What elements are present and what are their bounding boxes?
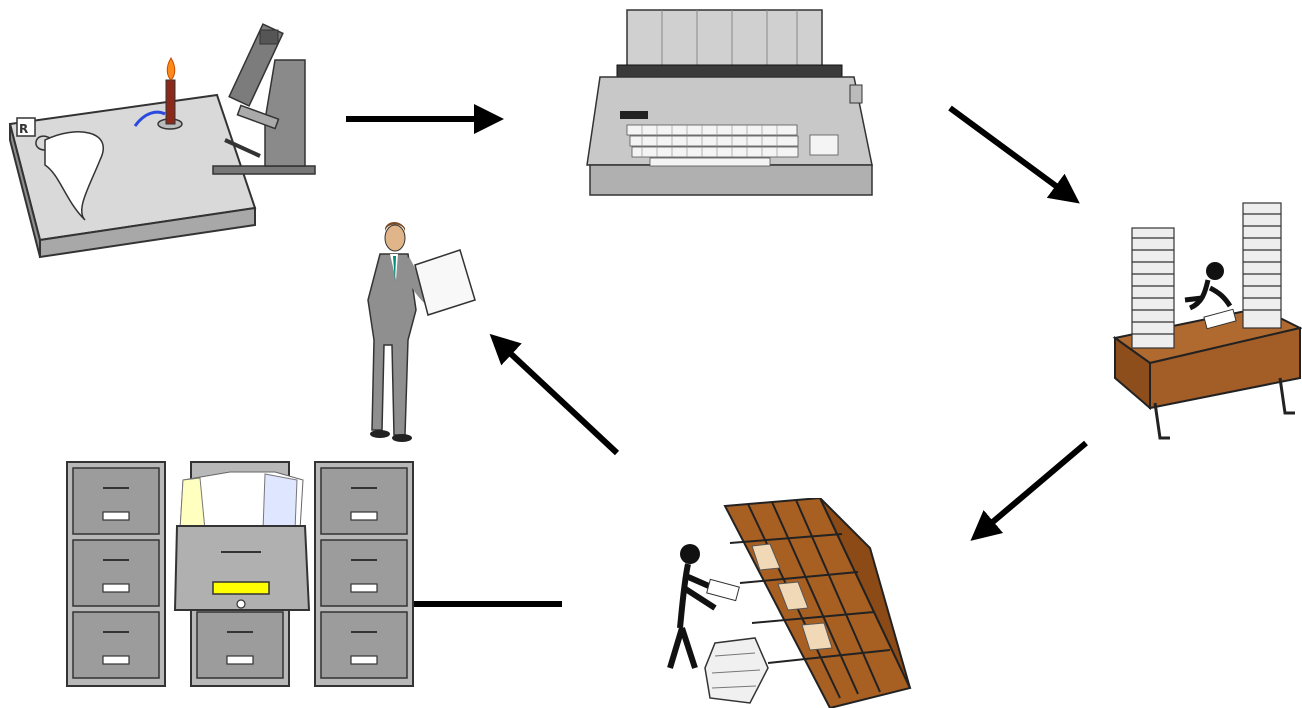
mail-sorting-shelf-icon xyxy=(667,498,912,708)
arrow-mail-sorting-to-reader xyxy=(489,333,620,456)
arrow-typewriter-to-desk xyxy=(948,105,1080,204)
svg-text:R: R xyxy=(19,122,28,136)
writer-desk-icon xyxy=(1112,202,1302,440)
filing-cabinet-icon xyxy=(66,461,414,687)
lab-bench-microscope-icon: R xyxy=(8,23,316,259)
middle-cabinet xyxy=(173,461,311,687)
arrow-desk-to-mail-sorting xyxy=(970,440,1088,541)
left-cabinet xyxy=(66,461,166,687)
typewriter-icon xyxy=(586,9,873,196)
right-cabinet xyxy=(314,461,414,687)
businessman-reading-icon xyxy=(367,222,476,442)
